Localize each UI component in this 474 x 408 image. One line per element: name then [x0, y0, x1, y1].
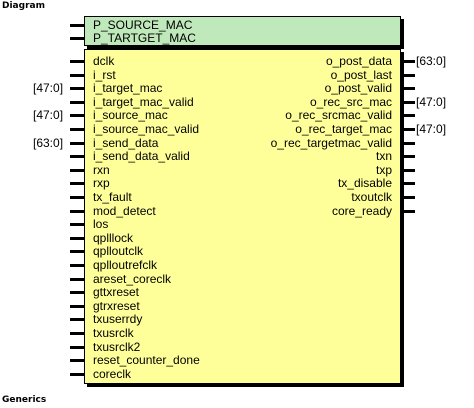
input-pin-i-send-data [70, 141, 84, 145]
input-port-mod-detect: mod_detect [93, 203, 156, 218]
output-pin-o-post-last [401, 73, 415, 77]
input-port-i-source-mac-valid: i_source_mac_valid [93, 122, 200, 136]
input-port-dclk: dclk [93, 54, 115, 68]
output-port-tx-disable: tx_disable [337, 176, 392, 191]
entity-box [84, 49, 401, 384]
output-pin-o-rec-src-mac [401, 100, 415, 104]
output-port-o-rec-target-mac: o_rec_target_mac [295, 122, 392, 136]
input-pin-los [70, 223, 84, 227]
input-port-coreclk: coreclk [93, 366, 132, 381]
input-port-areset-coreclk: areset_coreclk [93, 271, 172, 286]
input-pin-coreclk [70, 372, 84, 376]
output-pin-txoutclk [401, 196, 415, 199]
input-pin-areset-coreclk [70, 277, 84, 281]
generics-box [84, 16, 401, 46]
input-pin-i-target-mac [70, 87, 84, 91]
input-pin-txuserrdy [70, 318, 84, 322]
input-port-i-send-data: i_send_data [93, 135, 159, 150]
input-port-rxp: rxp [93, 176, 110, 191]
output-pin-txp [401, 168, 415, 172]
input-port-qplllock: qplllock [93, 230, 134, 245]
input-pin-rxn [70, 168, 84, 172]
input-port-tx-fault: tx_fault [93, 190, 132, 204]
generic-pin-p-tartget-mac [70, 37, 84, 40]
output-port-o-post-data: o_post_data [325, 54, 392, 68]
input-port-gttxreset: gttxreset [93, 285, 140, 300]
input-pin-mod-detect [70, 209, 84, 213]
output-pin-o-post-valid [401, 87, 415, 91]
output-port-txn: txn [375, 149, 392, 164]
input-port-i-source-mac: i_source_mac [93, 108, 168, 123]
input-port-i-send-data-valid: i_send_data_valid [93, 149, 190, 164]
output-pin-tx-disable [401, 182, 415, 186]
input-bus-width-i-target-mac: [47:0] [33, 81, 64, 96]
input-pin-qplloutclk [70, 250, 84, 254]
input-pin-qplloutrefclk [70, 264, 84, 267]
input-pin-rxp [70, 182, 84, 186]
input-pin-i-source-mac-valid [70, 128, 84, 131]
input-pin-dclk [70, 60, 84, 63]
output-pin-o-rec-targetmac-valid [401, 141, 415, 145]
input-port-i-target-mac-valid: i_target_mac_valid [93, 94, 194, 109]
input-pin-txusrclk [70, 332, 84, 335]
output-pin-txn [401, 155, 415, 159]
output-port-txoutclk: txoutclk [351, 190, 392, 204]
input-port-i-target-mac: i_target_mac [93, 81, 163, 96]
input-pin-i-send-data-valid [70, 155, 84, 159]
output-bus-width-o-rec-src-mac: [47:0] [416, 94, 447, 109]
output-pin-core-ready [401, 209, 415, 213]
input-port-i-rst: i_rst [93, 67, 116, 82]
input-port-gtrxreset: gtrxreset [93, 298, 140, 313]
output-pin-o-post-data [401, 60, 415, 63]
input-pin-i-source-mac [70, 114, 84, 118]
generic-label-p-tartget-mac: P_TARTGET_MAC [93, 31, 196, 45]
input-bus-width-i-source-mac: [47:0] [33, 108, 64, 123]
output-bus-width-o-rec-target-mac: [47:0] [416, 122, 447, 136]
input-port-txusrclk: txusrclk [93, 326, 134, 340]
input-pin-qplllock [70, 236, 84, 240]
input-port-txusrclk2: txusrclk2 [93, 339, 141, 354]
diagram-heading: Diagram [2, 1, 45, 11]
input-pin-i-target-mac-valid [70, 100, 84, 104]
generic-pin-p-source-mac [70, 24, 84, 27]
input-bus-width-i-send-data: [63:0] [33, 135, 64, 150]
generic-box-shadow-bottom [87, 46, 404, 49]
input-port-rxn: rxn [93, 162, 110, 177]
entity-box-shadow [401, 52, 404, 387]
output-port-txp: txp [375, 162, 392, 177]
generic-label-p-source-mac: P_SOURCE_MAC [93, 18, 193, 32]
input-pin-txusrclk2 [70, 345, 84, 349]
input-port-txuserrdy: txuserrdy [93, 312, 143, 327]
output-port-core-ready: core_ready [331, 203, 392, 218]
output-pin-o-rec-target-mac [401, 128, 415, 131]
output-port-o-rec-src-mac: o_rec_src_mac [309, 94, 392, 109]
output-port-o-rec-targetmac-valid: o_rec_targetmac_valid [270, 135, 392, 150]
output-port-o-rec-srcmac-valid: o_rec_srcmac_valid [285, 108, 392, 123]
output-bus-width-o-post-data: [63:0] [416, 54, 447, 68]
input-port-qplloutrefclk: qplloutrefclk [93, 258, 158, 272]
input-pin-gtrxreset [70, 304, 84, 308]
input-pin-reset-counter-done [70, 359, 84, 363]
output-pin-o-rec-srcmac-valid [401, 114, 415, 118]
input-port-qplloutclk: qplloutclk [93, 244, 144, 259]
input-pin-gttxreset [70, 291, 84, 295]
input-port-reset-counter-done: reset_counter_done [93, 353, 200, 368]
entity-box-shadow-bottom [87, 384, 404, 387]
output-port-o-post-last: o_post_last [330, 67, 392, 82]
input-pin-tx-fault [70, 196, 84, 199]
generics-heading: Generics [2, 395, 47, 405]
input-port-los: los [93, 217, 109, 232]
input-pin-i-rst [70, 73, 84, 77]
output-port-o-post-valid: o_post_valid [324, 81, 392, 96]
generic-box-shadow [401, 19, 404, 49]
